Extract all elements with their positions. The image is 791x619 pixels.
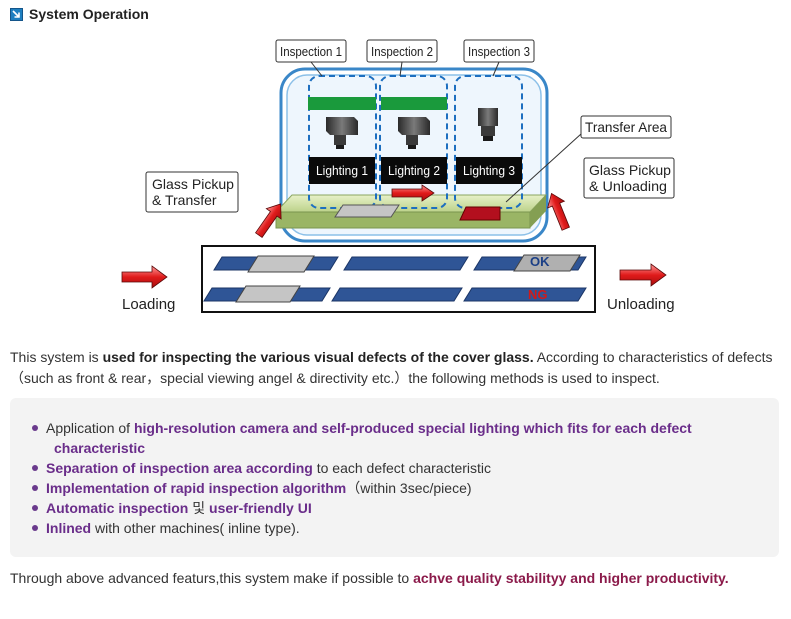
lighting-bar-2	[381, 97, 447, 110]
arrow-down-right-icon	[10, 7, 23, 21]
feature-item: Separation of inspection area according …	[28, 458, 779, 478]
unloading-arrow-icon	[619, 263, 667, 287]
outro-bold: achve quality stabilityy and higher prod…	[413, 570, 729, 586]
feature-item: Inlined with other machines( inline type…	[28, 518, 779, 538]
lighting-1-label: Lighting 1	[316, 163, 368, 178]
ng-label: NG	[528, 287, 548, 302]
inspection-1-label: Inspection 1	[280, 44, 342, 59]
glass-pickup-unloading-label-2: & Unloading	[589, 178, 667, 194]
outro-paragraph: Through above advanced featurs,this syst…	[10, 568, 782, 589]
feature-item: Automatic inspection 및 user-friendly UI	[28, 498, 779, 518]
inspection-2-label: Inspection 2	[371, 44, 433, 59]
feature-text: to each defect characteristic	[312, 460, 492, 476]
conveyor-glass	[247, 255, 315, 273]
conveyor-glass	[235, 285, 301, 303]
feature-item: Implementation of rapid inspection algor…	[28, 478, 779, 498]
glass-on-stage	[334, 204, 400, 218]
feature-item: Application of high-resolution camera an…	[28, 418, 779, 458]
glass-pickup-transfer-label-2: & Transfer	[152, 192, 217, 208]
lighting-3-label: Lighting 3	[463, 163, 515, 178]
camera-3-icon	[478, 108, 498, 141]
outro-text: Through above advanced featurs,this syst…	[10, 570, 414, 586]
inspection-enclosure	[279, 67, 549, 243]
ok-glass	[513, 254, 581, 272]
defect-glass	[459, 206, 501, 221]
features-box: Application of high-resolution camera an…	[10, 398, 779, 557]
section-heading: System Operation	[10, 6, 149, 22]
intro-bold: used for inspecting the various visual d…	[102, 349, 534, 365]
bullet-icon	[32, 525, 38, 531]
section-title: System Operation	[29, 6, 149, 22]
intro-text-1: This system is	[10, 349, 103, 365]
loading-label: Loading	[122, 296, 175, 313]
lighting-2-label: Lighting 2	[388, 163, 440, 178]
intro-paragraph: This system is used for inspecting the v…	[10, 347, 782, 389]
transfer-stage	[274, 194, 548, 213]
bullet-icon	[32, 425, 38, 431]
intro-text-2: According to characteristics of defects …	[10, 349, 773, 386]
feature-text: with other machines( inline type).	[91, 520, 300, 536]
transfer-area-label: Transfer Area	[585, 119, 667, 135]
features-list: Application of high-resolution camera an…	[10, 398, 779, 538]
feature-bold: Automatic inspection	[46, 500, 189, 516]
lighting-bar-1	[308, 97, 376, 110]
feature-bold: high-resolution camera and self-produced…	[133, 420, 692, 436]
feature-bold: Implementation of rapid inspection algor…	[46, 480, 347, 496]
bullet-icon	[32, 505, 38, 511]
bullet-icon	[32, 465, 38, 471]
ok-label: OK	[530, 254, 550, 269]
glass-pickup-transfer-label-1: Glass Pickup	[152, 176, 234, 192]
feature-bold: Separation of inspection area according	[46, 460, 313, 476]
pickup-arrow-left-icon	[254, 203, 282, 238]
system-diagram: Lighting 1 Lighting 2 Lighting 3 Inspect…	[121, 39, 675, 313]
pickup-arrow-right-icon	[547, 192, 570, 231]
inspection-zone-2	[379, 75, 448, 209]
feature-bold: characteristic	[54, 440, 146, 456]
feature-text: （within 3sec/piece)	[346, 480, 472, 496]
unloading-label: Unloading	[607, 296, 675, 313]
loading-arrow-icon	[121, 265, 168, 289]
inspection-3-label: Inspection 3	[468, 44, 530, 59]
feature-bold: user-friendly UI	[209, 500, 312, 516]
stage-arrow-icon	[391, 184, 435, 202]
feature-text: Application of	[46, 420, 134, 436]
feature-text: 및	[188, 500, 210, 516]
camera-2-icon	[398, 117, 430, 149]
bullet-icon	[32, 485, 38, 491]
glass-pickup-unloading-label-1: Glass Pickup	[589, 162, 671, 178]
feature-bold: Inlined	[46, 520, 92, 536]
camera-1-icon	[326, 117, 358, 149]
